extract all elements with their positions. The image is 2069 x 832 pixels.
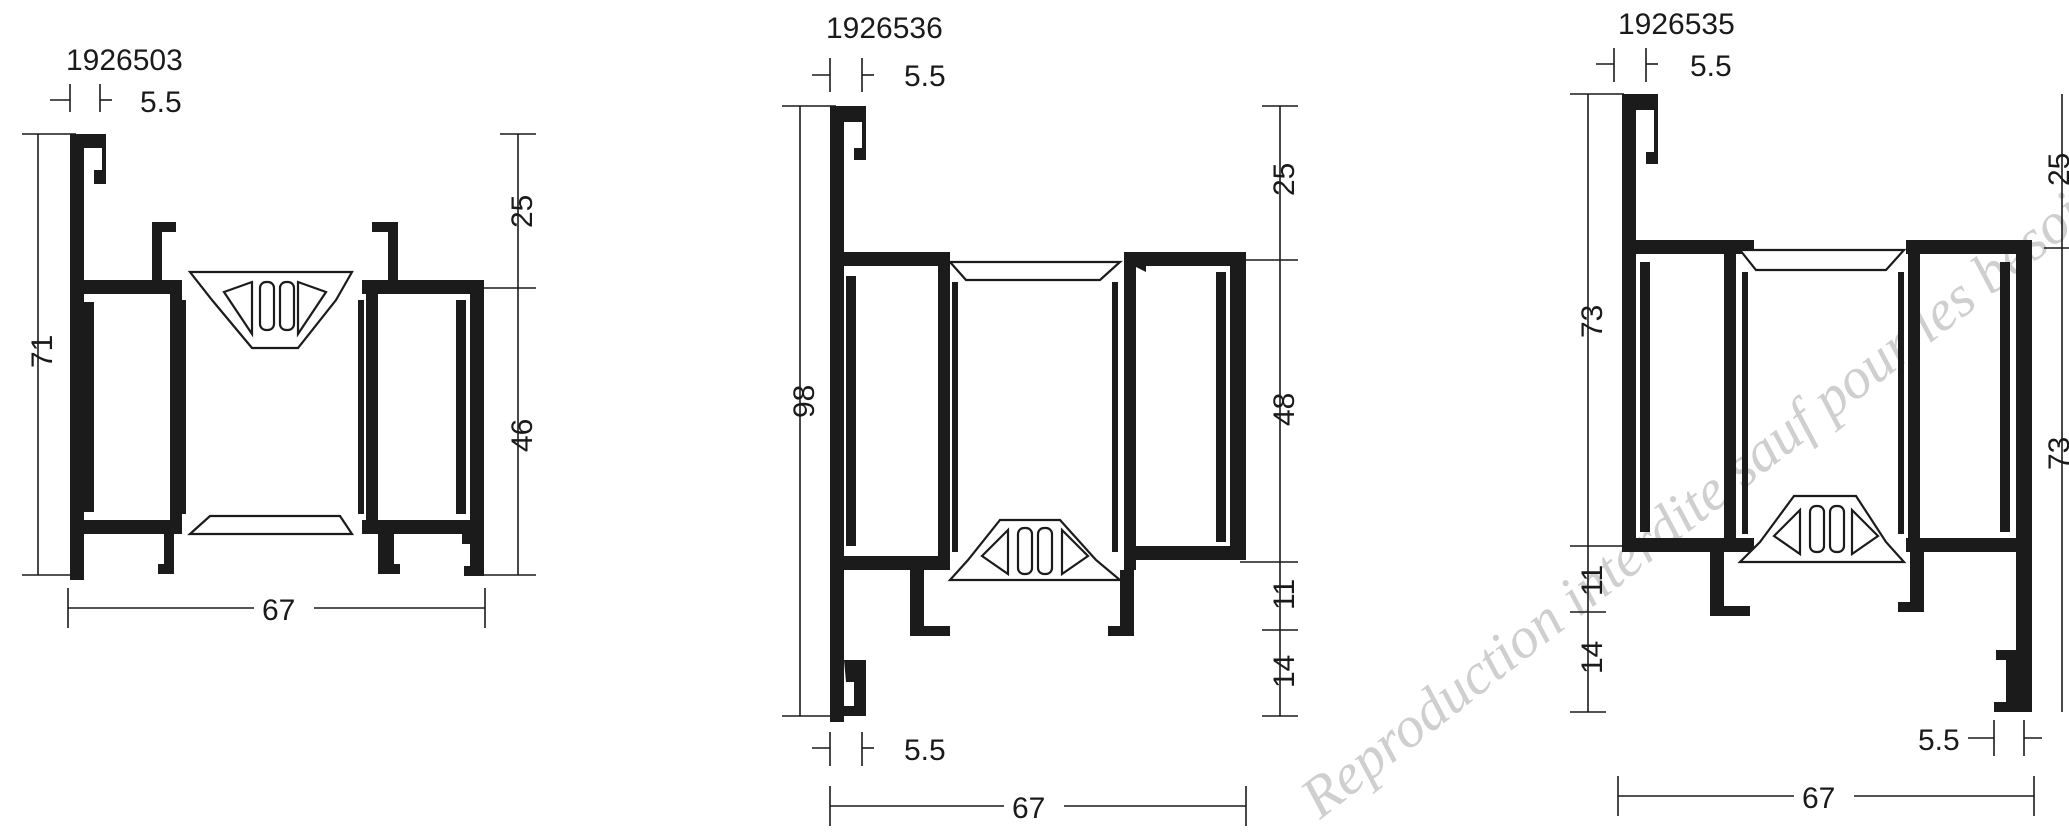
left-height-dimension: 73: [1576, 305, 1609, 338]
top-offset-dimension: 5.5: [1690, 50, 1732, 83]
right-upper-dimension: 25: [506, 195, 539, 228]
profile-1926536: 1926536 5.5 98 25 48 11 14 5.5 67: [782, 12, 1301, 826]
right-dimension-73: 73: [2043, 437, 2069, 470]
profile-section: [830, 106, 1246, 722]
width-dimension: 67: [1012, 792, 1045, 825]
profile-1926535: 1926535 5.5 73 11 14 25 73 5.5 67: [1570, 8, 2069, 816]
right-dimension-48: 48: [1268, 393, 1301, 426]
bottom-offset-dimension: 5.5: [904, 734, 946, 767]
right-dimension-11: 11: [1268, 579, 1301, 610]
top-offset-dimension: 5.5: [904, 60, 946, 93]
right-dimension-25: 25: [2043, 153, 2069, 186]
right-dimension-14: 14: [1268, 655, 1301, 688]
width-dimension: 67: [262, 594, 295, 627]
right-lower-dimension: 46: [506, 419, 539, 452]
profile-section: [1622, 94, 2032, 712]
watermark: Reproduction interdite sauf pour les bes…: [1287, 0, 2069, 831]
width-dimension: 67: [1802, 782, 1835, 815]
profile-code: 1926503: [66, 44, 183, 77]
left-height-dimension: 71: [26, 335, 59, 368]
profile-section: [70, 134, 484, 580]
left-height-dimension: 98: [788, 385, 821, 418]
profile-code: 1926535: [1618, 8, 1735, 41]
left-dimension-14: 14: [1576, 641, 1609, 674]
profile-code: 1926536: [826, 12, 943, 45]
left-dimension-11: 11: [1576, 565, 1609, 596]
top-offset-dimension: 5.5: [140, 86, 182, 119]
profile-1926503: 1926503 5.5 71 25 46 67: [22, 44, 539, 628]
bottom-offset-dimension: 5.5: [1918, 724, 1960, 757]
right-dimension-25: 25: [1268, 163, 1301, 196]
